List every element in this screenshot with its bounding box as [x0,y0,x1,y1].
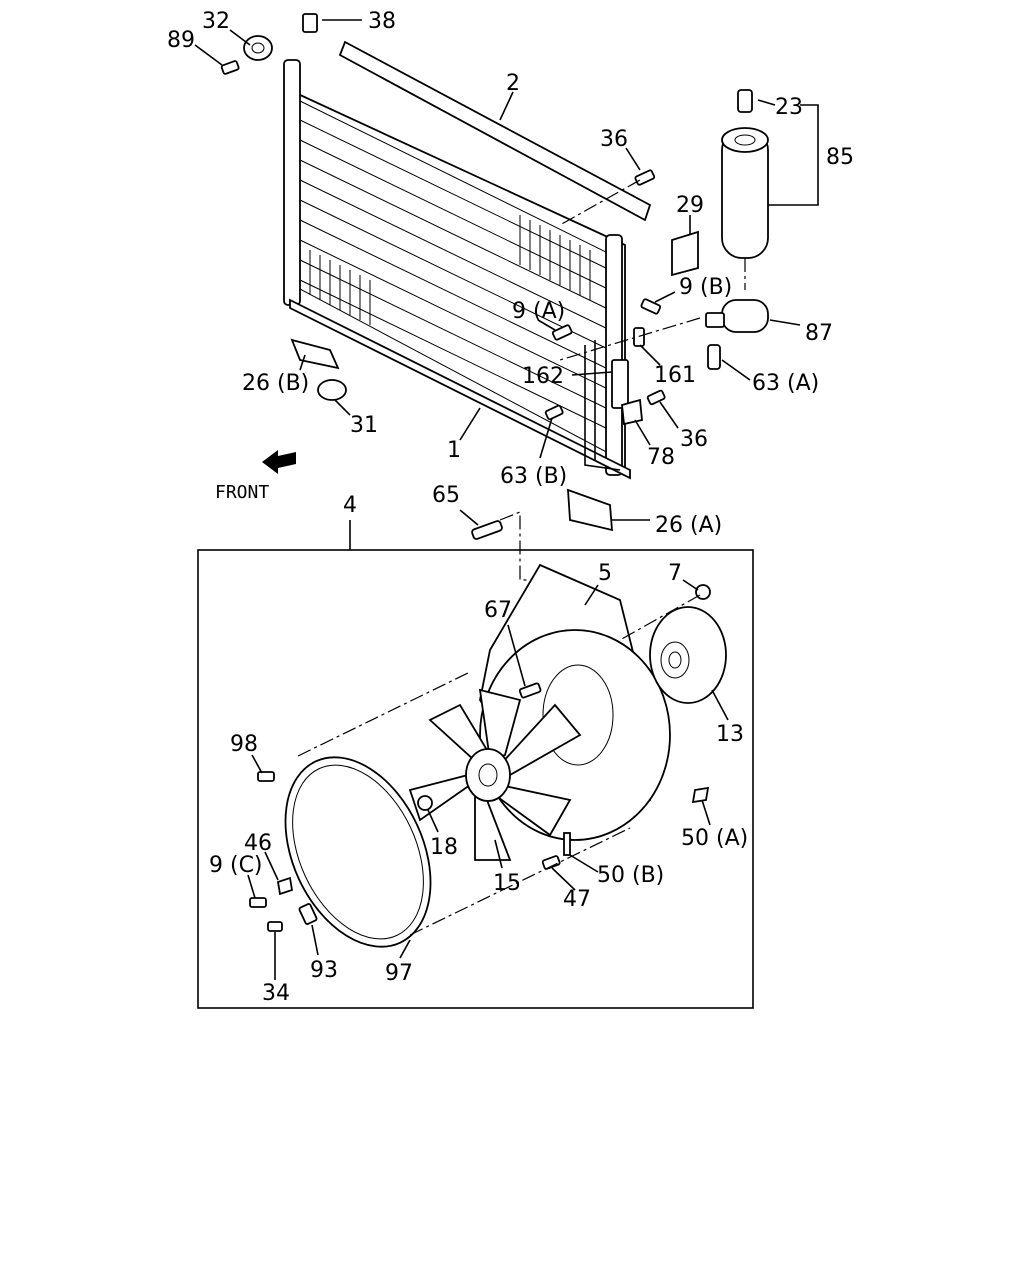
callout-9c: 9 (C) [209,853,263,878]
callout-46: 46 [244,831,272,856]
bolt-36-upper [634,169,656,186]
callout-65: 65 [432,483,460,508]
callout-38: 38 [368,9,396,34]
pipe-bracket [584,340,629,471]
bolt-9a [551,324,573,341]
callout-29: 29 [676,193,704,218]
fan-blades [408,688,582,861]
callout-23: 23 [775,95,803,120]
bracket-78 [621,398,643,426]
callout-4: 4 [343,493,357,518]
bolt-34 [267,921,283,932]
callout-36-lower: 36 [680,427,708,452]
bolt-9b [640,298,662,315]
fan-guard [284,756,432,948]
callout-32: 32 [202,9,230,34]
callout-5: 5 [598,561,612,586]
callout-67: 67 [484,598,512,623]
bolt-67 [518,682,542,699]
callout-63a: 63 (A) [752,371,819,396]
callout-18: 18 [430,835,458,860]
bolt-89 [220,60,240,75]
callout-7: 7 [668,561,682,586]
callout-93: 93 [310,958,338,983]
bolt-161 [633,327,645,347]
callout-labels: 32 89 38 2 36 23 85 29 9 (B) 9 (A) 87 16… [167,9,854,1006]
bracket-46 [276,876,294,896]
callout-9b: 9 (B) [679,275,732,300]
callout-1: 1 [447,438,461,463]
nut-7 [695,584,711,600]
callout-15: 15 [493,871,521,896]
bracket-29 [671,230,699,277]
cushion-31 [317,379,347,401]
fan-motor [649,606,727,704]
callout-162: 162 [522,364,564,389]
clip-50a [691,786,710,804]
callout-34: 34 [262,981,290,1006]
callout-85: 85 [826,145,854,170]
bolt-36-lower [646,389,666,406]
lower-mount-26b [290,338,340,370]
callout-161: 161 [654,363,696,388]
callout-87: 87 [805,321,833,346]
connector-93 [298,903,318,925]
bolt-65 [471,520,503,540]
callout-98: 98 [230,732,258,757]
clip-38 [302,13,318,33]
nut-18 [417,795,433,811]
bolt-63a [707,344,721,370]
callout-47: 47 [563,887,591,912]
callout-13: 13 [716,722,744,747]
receiver-drier [721,127,769,259]
callout-26b: 26 (B) [242,371,309,396]
callout-63b: 63 (B) [500,464,567,489]
front-label: FRONT [215,482,269,503]
mount-cushion [243,35,273,61]
callout-97: 97 [385,961,413,986]
upper-seal [338,40,652,222]
bolt-63b [544,404,564,421]
bolt-47 [541,855,561,870]
clip-50b [563,832,571,856]
fan-assembly-frame [197,549,754,1009]
callout-78: 78 [647,445,675,470]
callout-2: 2 [506,71,520,96]
callout-26a: 26 (A) [655,513,722,538]
bolt-98 [257,771,275,782]
callout-50a: 50 (A) [681,826,748,851]
drier-bracket [705,299,769,333]
bolt-9c [249,897,267,908]
lower-mount-26a [567,488,613,532]
callout-31: 31 [350,413,378,438]
front-arrow-icon [262,450,296,474]
callout-36-upper: 36 [600,127,628,152]
pressure-switch [737,89,753,113]
callout-89: 89 [167,28,195,53]
condenser [283,59,631,480]
callout-9a: 9 (A) [512,299,565,324]
callout-50b: 50 (B) [597,863,664,888]
leader-lines [194,19,819,980]
